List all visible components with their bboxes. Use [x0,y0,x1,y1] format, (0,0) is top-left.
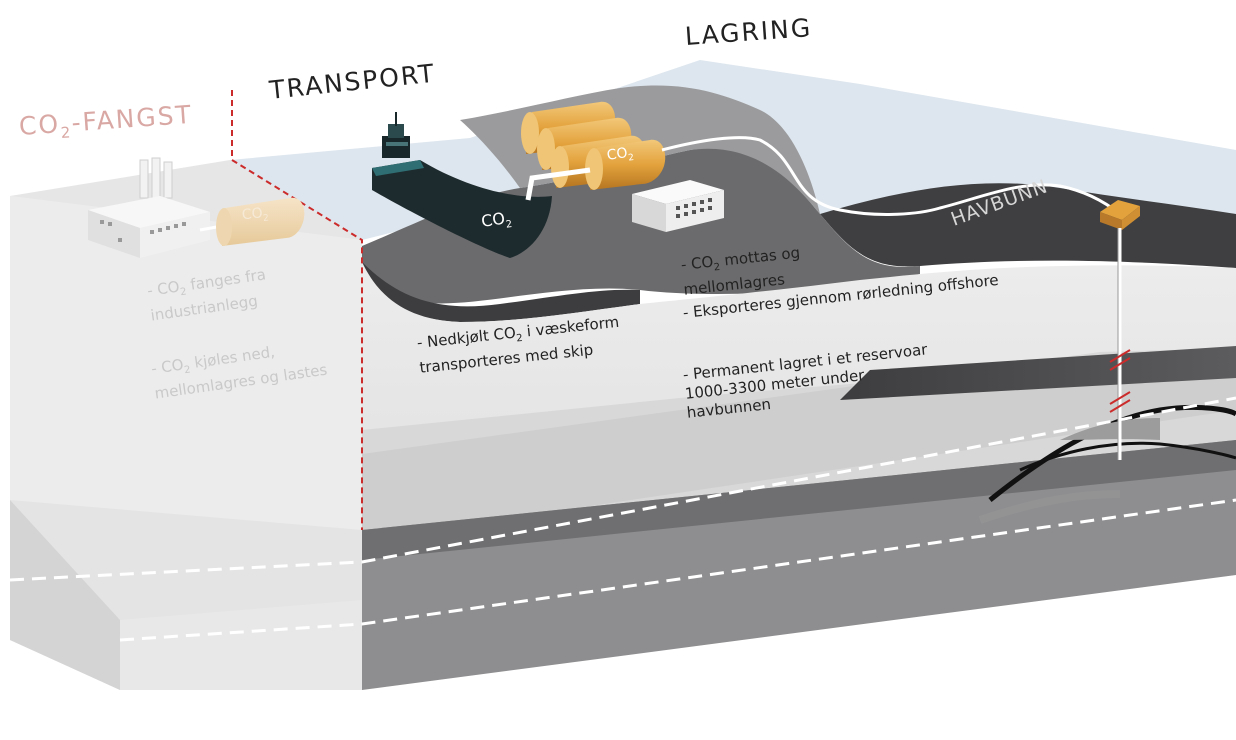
bottom-block-mid [362,440,1236,690]
stratum-dark [362,360,1236,540]
block-capture-face [10,196,362,570]
reservoir-dark-strip [840,346,1236,400]
seabed-basin [362,262,640,322]
capture-transport-boundary [231,90,363,530]
subsea-template-icon [1100,200,1140,230]
well-break-icon [1109,349,1131,413]
bottom-block-mid-top [362,440,1236,560]
storage-tank-label: CO2 [605,145,635,164]
capture-tank-icon [216,197,305,246]
terminal-building-icon [632,180,724,232]
stratum-band-dark [362,348,1236,540]
loading-arm-icon [525,167,591,201]
reservoir-layer-3 [978,490,1121,524]
reservoir-fill [1060,418,1160,440]
dashed-line-lower [119,498,1236,642]
capture-tank-label: CO2 [241,205,270,224]
ship-icon [372,112,552,258]
reservoir-layer-2 [1019,441,1236,472]
bottom-front-lower [120,600,362,690]
bottom-left-face [10,500,120,690]
dashed-line-upper [9,396,1236,582]
ship-label: CO2 [480,208,513,231]
storage-tank-icon [521,101,666,190]
reservoir-layer-1 [988,404,1236,502]
seabed-mid [362,148,920,304]
factory-icon [88,157,210,258]
pipeline-icon [661,136,1121,216]
